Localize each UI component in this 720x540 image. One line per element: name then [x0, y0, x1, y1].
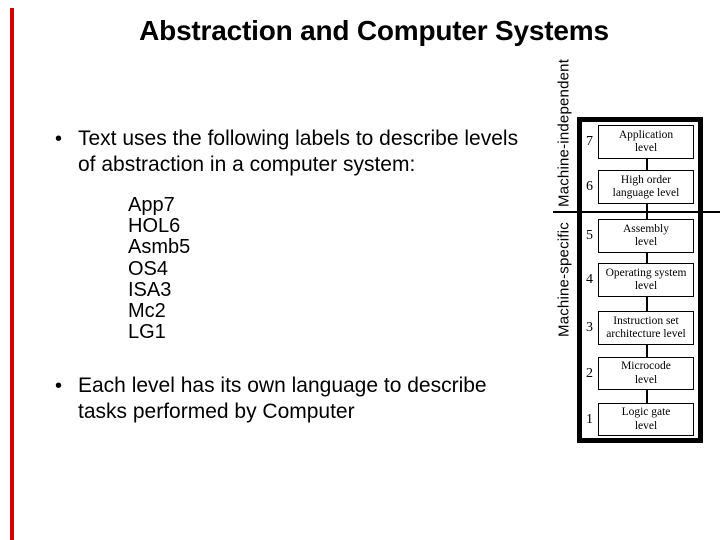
level-box-label: Microcode	[621, 360, 671, 372]
abbrev-item-lg1: LG1	[128, 321, 166, 344]
level-box-label: level	[634, 419, 658, 432]
abbrev-item-isa3: ISA3	[128, 278, 172, 301]
levels-diagram-frame: 7 Application level 6 High order languag…	[577, 117, 703, 443]
level-number-7: 7	[586, 134, 593, 149]
level-box-label: Logic gate	[621, 406, 671, 418]
level-box-microcode: Microcode level	[598, 357, 694, 390]
level-box-label: Assembly	[623, 222, 669, 235]
abbrev-item-mc2: Mc2	[128, 300, 166, 323]
abbreviation-list: App7 HOL6 Asmb5 OS4 ISA3 Mc2 LG1	[128, 194, 191, 344]
page-title: Abstraction and Computer Systems	[139, 15, 609, 46]
level-number-2: 2	[586, 365, 593, 381]
abbrev-item-os4: OS4	[128, 257, 169, 280]
level-box-label: architecture level	[606, 328, 686, 340]
level-box-label: language level	[612, 187, 680, 199]
level-box-application: Application level	[598, 125, 694, 159]
level-box-label: Operating system	[605, 266, 687, 279]
machine-specific-label: Machine-specific	[555, 222, 573, 338]
level-box-label: Instruction set	[613, 314, 679, 327]
level-box-label: level	[634, 236, 658, 248]
abbrev-item-hol6: HOL6	[128, 215, 181, 238]
level-number-3: 3	[586, 320, 593, 335]
level-box-operating-system: Operating system level	[598, 263, 694, 297]
level-box-label: Application	[618, 128, 674, 141]
level-box-label: level	[634, 142, 658, 154]
level-box-high-order-language: High order language level	[598, 170, 694, 204]
bullet-item-1: • Text uses the following labels to desc…	[55, 126, 525, 178]
abbrev-item-asmb5: Asmb5	[128, 236, 191, 259]
level-number-1: 1	[586, 411, 593, 427]
level-number-5: 5	[586, 228, 593, 243]
level-box-instruction-set-architecture: Instruction set architecture level	[598, 311, 694, 345]
bullet-marker-icon: •	[55, 375, 63, 397]
bullet-marker-icon: •	[55, 128, 63, 150]
machine-divider-line	[553, 211, 720, 213]
level-box-label: level	[634, 373, 658, 386]
bullet-item-2: • Each level has its own language to des…	[55, 373, 540, 425]
bullet-text-2: Each level has its own language to descr…	[78, 374, 487, 423]
left-accent-rule	[10, 8, 14, 540]
machine-independent-label: Machine-independent	[555, 58, 573, 208]
level-number-4: 4	[586, 272, 593, 287]
level-box-label: level	[634, 280, 658, 292]
level-number-6: 6	[586, 179, 593, 194]
level-box-logic-gate: Logic gate level	[598, 403, 694, 436]
level-box-label: High order	[620, 173, 672, 186]
bullet-text-1: Text uses the following labels to descri…	[78, 127, 519, 176]
abbrev-item-app7: App7	[128, 194, 175, 216]
level-box-assembly: Assembly level	[598, 219, 694, 253]
